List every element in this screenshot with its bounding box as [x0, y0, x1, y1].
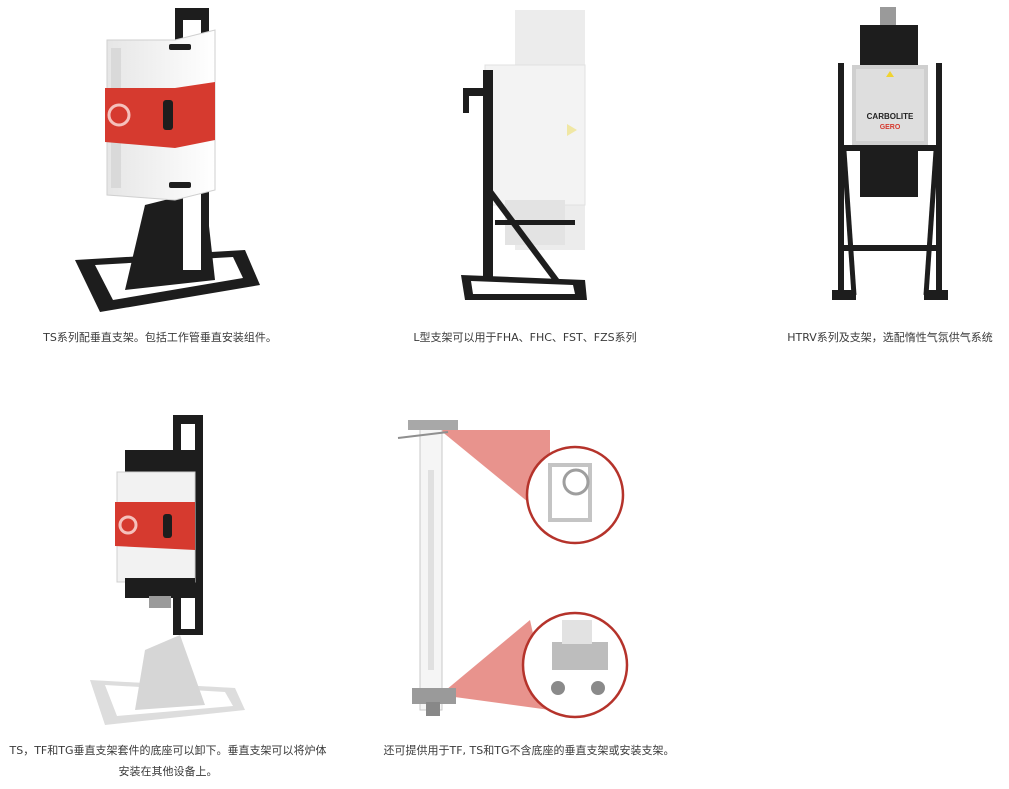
- product-image-htrv-stand: CARBOLITE GERO: [830, 5, 950, 310]
- gero-logo-text: GERO: [880, 124, 901, 131]
- carbolite-logo-text: CARBOLITE: [867, 112, 914, 121]
- product-image-stand-without-base: [390, 410, 650, 735]
- caption-htrv-stand: HTRV系列及支架，选配惰性气氛供气系统: [787, 331, 993, 344]
- caption-l-type-stand: L型支架可以用于FHA、FHC、FST、FZS系列: [413, 331, 637, 344]
- product-image-ts-vertical-stand: [55, 0, 270, 320]
- caption-stand-without-base: 还可提供用于TF, TS和TG不含底座的垂直支架或安装支架。: [383, 744, 675, 757]
- product-image-l-type-stand: [455, 0, 615, 315]
- caption-removable-base-line1: TS，TF和TG垂直支架套件的底座可以卸下。垂直支架可以将炉体: [9, 744, 327, 757]
- product-image-removable-base: [85, 410, 250, 735]
- caption-removable-base-line2: 安装在其他设备上。: [118, 765, 218, 778]
- caption-ts-vertical-stand: TS系列配垂直支架。包括工作管垂直安装组件。: [43, 331, 277, 344]
